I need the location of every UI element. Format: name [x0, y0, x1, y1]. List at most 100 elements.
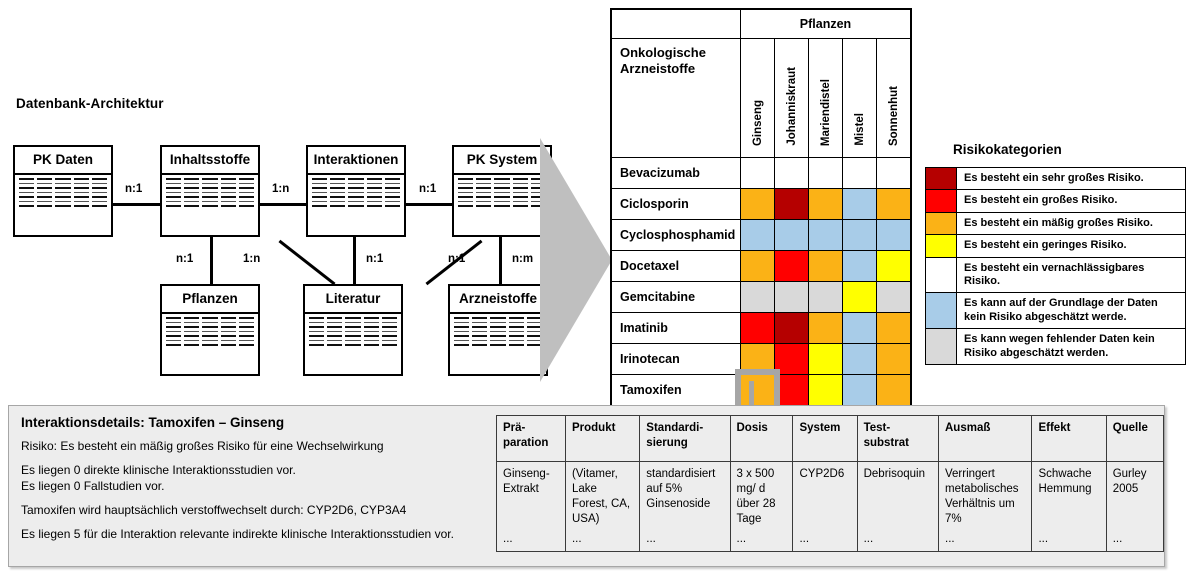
matrix-cell[interactable]: [876, 374, 912, 407]
database-architecture-diagram: Datenbank-Architektur n:1 1:n n:1 n:1 1:…: [0, 0, 600, 400]
selection-connector-line: [749, 381, 754, 411]
matrix-cell[interactable]: [842, 219, 877, 251]
entity-title: Interaktionen: [308, 147, 404, 175]
matrix-row-label[interactable]: Irinotecan: [610, 343, 741, 375]
entity-title: PK Daten: [15, 147, 111, 175]
study-table-value: Verringert metabolisches Verhältnis um 7…: [945, 468, 1019, 525]
matrix-cell[interactable]: [774, 312, 809, 344]
matrix-cell[interactable]: [740, 343, 775, 375]
study-table-header: Dosis: [729, 415, 794, 462]
details-title: Interaktionsdetails: Tamoxifen – Ginseng: [21, 415, 285, 430]
legend-swatch-grey: [925, 328, 957, 366]
matrix-cell[interactable]: [876, 219, 912, 251]
legend-row: Es besteht ein vernachlässigbares Risiko…: [925, 256, 1186, 294]
matrix-cell[interactable]: [876, 281, 912, 313]
matrix-cell[interactable]: [774, 157, 809, 189]
matrix-row-label[interactable]: Tamoxifen: [610, 374, 741, 407]
matrix-cell[interactable]: [740, 281, 775, 313]
matrix-cell[interactable]: [842, 250, 877, 282]
legend-row: Es kann wegen fehlender Daten kein Risik…: [925, 328, 1186, 366]
matrix-row: Docetaxel: [610, 250, 912, 282]
matrix-cell[interactable]: [876, 250, 912, 282]
matrix-cell[interactable]: [808, 250, 843, 282]
matrix-cell[interactable]: [842, 374, 877, 407]
legend-swatch-blue: [925, 292, 957, 330]
matrix-cell[interactable]: [808, 188, 843, 220]
matrix-cell[interactable]: [842, 281, 877, 313]
study-table-header: Quelle: [1105, 415, 1165, 462]
entity-pk-system[interactable]: PK System: [452, 145, 552, 237]
matrix-cell[interactable]: [842, 343, 877, 375]
connector-interaktionen-literatur: [353, 235, 356, 290]
matrix-row-label[interactable]: Imatinib: [610, 312, 741, 344]
matrix-column-header-row: Onkologische Arzneistoffe Ginseng Johann…: [610, 38, 912, 158]
flow-arrow-icon: [540, 138, 612, 382]
entity-pflanzen[interactable]: Pflanzen: [160, 284, 260, 376]
entity-arzneistoffe[interactable]: Arzneistoffe: [448, 284, 548, 376]
matrix-row-label[interactable]: Ciclosporin: [610, 188, 741, 220]
study-table-row: Ginseng-Extrakt...(Vitamer, Lake Forest,…: [496, 461, 1165, 552]
matrix-cell[interactable]: [808, 281, 843, 313]
matrix-cell[interactable]: [876, 312, 912, 344]
matrix-col-header-sonnenhut[interactable]: Sonnenhut: [876, 38, 912, 158]
matrix-cell[interactable]: [842, 312, 877, 344]
study-table-cell: Schwache Hemmung...: [1031, 461, 1107, 552]
matrix-cell[interactable]: [808, 312, 843, 344]
relation-label-interaktionen-pksystem: n:1: [419, 183, 437, 195]
study-table-cell: standardisiert auf 5% Ginsenoside...: [639, 461, 731, 552]
legend-label: Es kann wegen fehlender Daten kein Risik…: [956, 328, 1186, 366]
entity-pk-daten[interactable]: PK Daten: [13, 145, 113, 237]
matrix-cell[interactable]: [808, 219, 843, 251]
matrix-cell[interactable]: [774, 281, 809, 313]
matrix-cell[interactable]: [774, 374, 809, 407]
matrix-cell[interactable]: [842, 188, 877, 220]
entity-rows: [15, 175, 111, 210]
matrix-cell[interactable]: [740, 250, 775, 282]
matrix-cell[interactable]: [735, 369, 780, 411]
matrix-cell[interactable]: [774, 219, 809, 251]
study-table-header: Test-substrat: [856, 415, 940, 462]
details-direct-studies: Es liegen 0 direkte klinische Interaktio…: [21, 463, 296, 477]
matrix-row: Gemcitabine: [610, 281, 912, 313]
interaction-details-text: Interaktionsdetails: Tamoxifen – Ginseng…: [21, 415, 485, 551]
legend-label: Es besteht ein geringes Risiko.: [956, 234, 1186, 258]
matrix-cell[interactable]: [774, 188, 809, 220]
matrix-row-label[interactable]: Bevacizumab: [610, 157, 741, 189]
matrix-cell[interactable]: [842, 157, 877, 189]
study-table-ellipsis: ...: [646, 533, 656, 546]
entity-rows: [162, 314, 258, 349]
matrix-cell[interactable]: [876, 157, 912, 189]
matrix-col-header-mistel[interactable]: Mistel: [842, 38, 877, 158]
study-table-cell: (Vitamer, Lake Forest, CA, USA)...: [564, 461, 641, 552]
entity-rows: [454, 175, 550, 210]
matrix-cell[interactable]: [740, 188, 775, 220]
matrix-cell[interactable]: [808, 157, 843, 189]
connector-inhaltsstoffe-pflanzen: [210, 235, 213, 290]
legend-label: Es besteht ein mäßig großes Risiko.: [956, 211, 1186, 236]
matrix-row-label[interactable]: Cyclosphosphamid: [610, 219, 741, 251]
matrix-cell[interactable]: [876, 188, 912, 220]
details-metabolism: Tamoxifen wird hauptsächlich verstoffwec…: [21, 503, 407, 517]
legend-label: Es kann auf der Grundlage der Daten kein…: [956, 292, 1186, 330]
matrix-cell[interactable]: [774, 250, 809, 282]
matrix-cell[interactable]: [876, 343, 912, 375]
entity-literatur[interactable]: Literatur: [303, 284, 403, 376]
matrix-cell[interactable]: [740, 219, 775, 251]
legend-swatch-yellow: [925, 234, 957, 258]
matrix-col-header-ginseng[interactable]: Ginseng: [740, 38, 775, 158]
matrix-cell[interactable]: [808, 374, 843, 407]
entity-inhaltsstoffe[interactable]: Inhaltsstoffe: [160, 145, 260, 237]
matrix-cell[interactable]: [740, 312, 775, 344]
matrix-col-header-mariendistel[interactable]: Mariendistel: [808, 38, 843, 158]
matrix-cell[interactable]: [774, 343, 809, 375]
relation-label-pksystem-arzneistoffe: n:m: [512, 253, 534, 265]
study-table-ellipsis: ...: [736, 533, 747, 546]
matrix-row-label[interactable]: Docetaxel: [610, 250, 741, 282]
entity-interaktionen[interactable]: Interaktionen: [306, 145, 406, 237]
matrix-cell[interactable]: [740, 157, 775, 189]
matrix-row-label[interactable]: Gemcitabine: [610, 281, 741, 313]
study-table-header: System: [792, 415, 858, 462]
study-table-header: Produkt: [564, 415, 641, 462]
matrix-col-header-johanniskraut[interactable]: Johanniskraut: [774, 38, 809, 158]
matrix-cell[interactable]: [808, 343, 843, 375]
